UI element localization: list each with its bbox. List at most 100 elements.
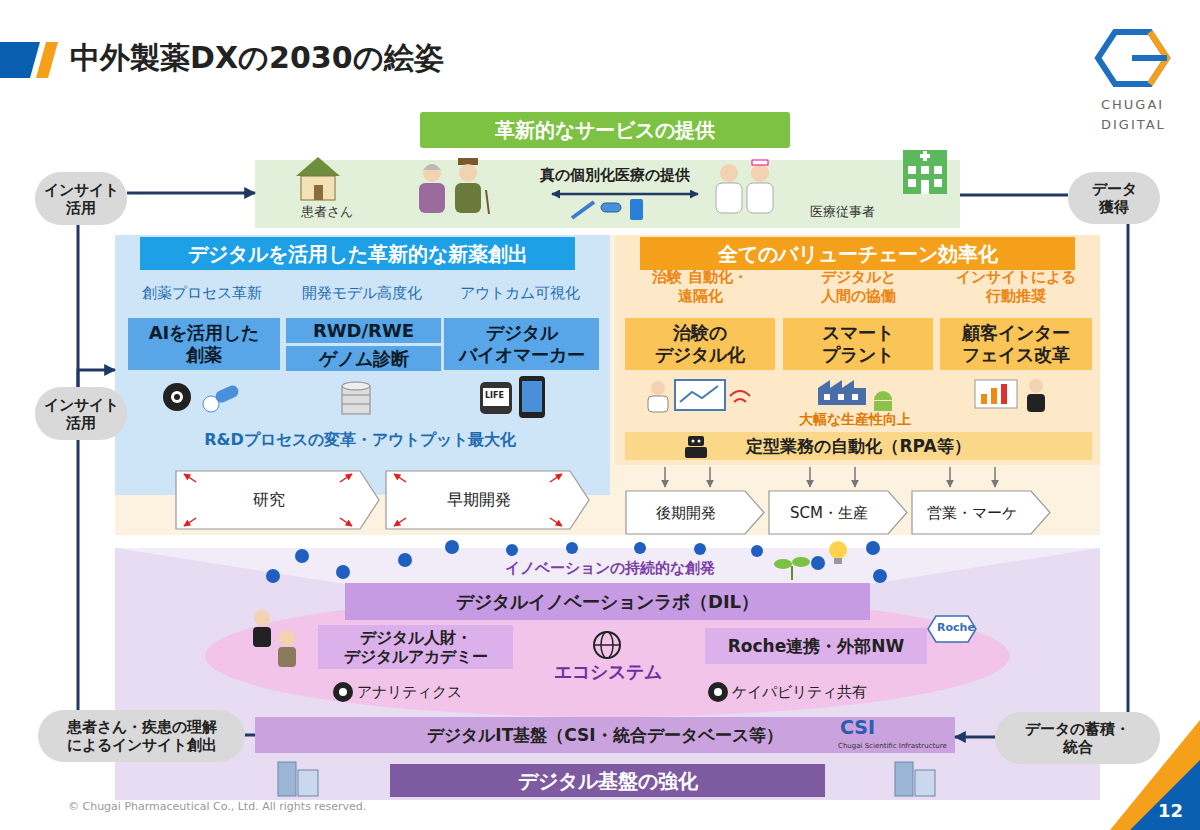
building-icons: [895, 762, 913, 796]
box-text: SCM・生産: [790, 504, 868, 522]
box-text: アウトカム可視化: [439, 284, 601, 303]
initiative-box: デジタル バイオマーカー: [444, 318, 599, 370]
gear-icons: [708, 682, 728, 702]
idea-dots: [694, 543, 706, 555]
people-icons: [253, 610, 296, 667]
expansion-arrows: [184, 474, 562, 526]
chugai-logo: [1132, 55, 1167, 61]
roche-logo: [928, 616, 976, 642]
factory-icon: [852, 394, 858, 400]
hospital-icon: [923, 151, 927, 161]
hospital-icon: [934, 166, 942, 174]
ecosystem-box: デジタル人財・ デジタルアカデミー: [318, 625, 513, 669]
wearable-icons: [480, 376, 545, 418]
flow-connector: [127, 192, 255, 195]
trial-icons: [648, 396, 668, 412]
box-text: 全てのバリューチェーン効率化: [718, 242, 998, 266]
box-text: 大幅な生産性向上: [770, 411, 940, 429]
title-bars: [0, 42, 58, 78]
sprout-bulb: [829, 541, 847, 559]
gear-icons: [339, 688, 347, 696]
box-text: インサイトによる 行動推奨: [952, 268, 1080, 306]
expansion-arrows: [184, 518, 196, 526]
chevron-shape: [176, 471, 379, 529]
initiative-box: RWD/RWE: [286, 318, 441, 344]
house-icon: [296, 157, 340, 176]
patients-icon: [423, 164, 441, 170]
box-text: デジタル人財・ デジタルアカデミー: [336, 628, 496, 666]
medical-staff-icon: [752, 160, 768, 165]
patients-icon: [459, 164, 477, 182]
funnel-shape: [115, 548, 1100, 584]
patients-icon: [423, 164, 441, 182]
globe-icon: [594, 644, 620, 646]
wearable-icons: [522, 381, 542, 412]
people-icons: [254, 610, 270, 626]
chugai-logo: [1098, 32, 1167, 84]
sprout-bulb: [834, 558, 842, 564]
factory-icon: [818, 380, 866, 405]
factory-icon: [874, 401, 892, 411]
value-chain-ground: [115, 235, 1100, 535]
patients-icon: [486, 190, 489, 214]
robot-icon: [685, 436, 707, 458]
idea-dots: [566, 542, 578, 554]
page-number: 12: [1158, 800, 1183, 822]
box-text: AIを活用した 創薬: [139, 322, 269, 365]
chugai-logo: [1098, 32, 1167, 84]
service-band: 患者さん真の個別化医療の提供医療従事者: [255, 160, 960, 228]
box-text: デジタルと 人間の協働: [810, 268, 906, 306]
hospital-icon: [934, 179, 942, 187]
flow-pill: インサイト 活用: [35, 387, 127, 440]
trial-icons: [680, 386, 718, 402]
idea-dots: [506, 544, 518, 556]
people-icons: [278, 647, 296, 667]
box-text: エコシステム: [545, 661, 670, 684]
rd-panel: 創薬プロセス革新開発モデル高度化アウトカム可視化R&Dプロセスの変革・アウトプッ…: [115, 235, 610, 495]
expansion-arrows: [184, 474, 196, 482]
box-text: 患者さん: [282, 204, 372, 220]
chevron-shape: [769, 491, 907, 534]
medicine-icons: [572, 202, 594, 218]
title-bars: [0, 42, 40, 78]
chevron-shape: [386, 471, 589, 529]
watch-text: LIFE: [485, 391, 504, 401]
page-title: 中外製薬DXの2030の絵姿: [70, 40, 444, 76]
box-text: デジタル基盤の強化: [518, 769, 698, 793]
box-text: イノベーションの持続的な創発: [460, 559, 760, 578]
box-text: 顧客インター フェイス改革: [959, 322, 1074, 365]
efficiency-arrows: [949, 467, 951, 487]
idea-dots: [866, 541, 880, 555]
medical-staff-icon: [720, 164, 738, 182]
box-text: 早期開発: [447, 490, 511, 509]
box-text: R&Dプロセスの変革・アウトプット最大化: [140, 430, 580, 450]
building-icons: [278, 762, 296, 796]
initiative-box: 治験の デジタル化: [625, 318, 775, 370]
sprout-bulb: [791, 566, 793, 580]
patients-icon: [419, 158, 489, 214]
factory-icon: [874, 391, 892, 400]
wearable-icons: [519, 376, 545, 418]
chevron-shape: [626, 491, 764, 534]
copyright: © Chugai Pharmaceutical Co., Ltd. All ri…: [68, 800, 366, 813]
roche-logo: [928, 616, 976, 642]
box-text: RWD/RWE: [313, 320, 414, 342]
gear-icons: [714, 688, 722, 696]
box-text: 定型業務の自動化（RPA等）: [746, 436, 970, 456]
lab-bar: デジタルイノベーションラボ（DIL）: [345, 583, 870, 620]
value-chain-panel: 治験 自動化・遠隔化デジタルと 人間の協働インサイトによる 行動推奨大幅な生産性…: [615, 235, 1100, 465]
box-text: 治験の デジタル化: [650, 322, 750, 365]
logo-text: CHUGAI: [1101, 97, 1164, 113]
box-text: 革新的なサービスの提供: [495, 118, 715, 142]
customer-icon: [981, 394, 987, 404]
sprout-bulb: [792, 557, 810, 567]
robot-icon: [685, 447, 707, 458]
hospital-icon: [921, 180, 929, 194]
box-text: 患者さん・疾患の理解 によるインサイト創出: [62, 718, 222, 754]
factory-icon: [818, 380, 892, 411]
chevron-shape: [912, 491, 1050, 534]
box-text: デジタルイノベーションラボ（DIL）: [456, 591, 759, 613]
header-box: 革新的なサービスの提供: [420, 112, 790, 148]
expansion-arrows: [340, 474, 352, 482]
idea-dots: [811, 556, 825, 570]
